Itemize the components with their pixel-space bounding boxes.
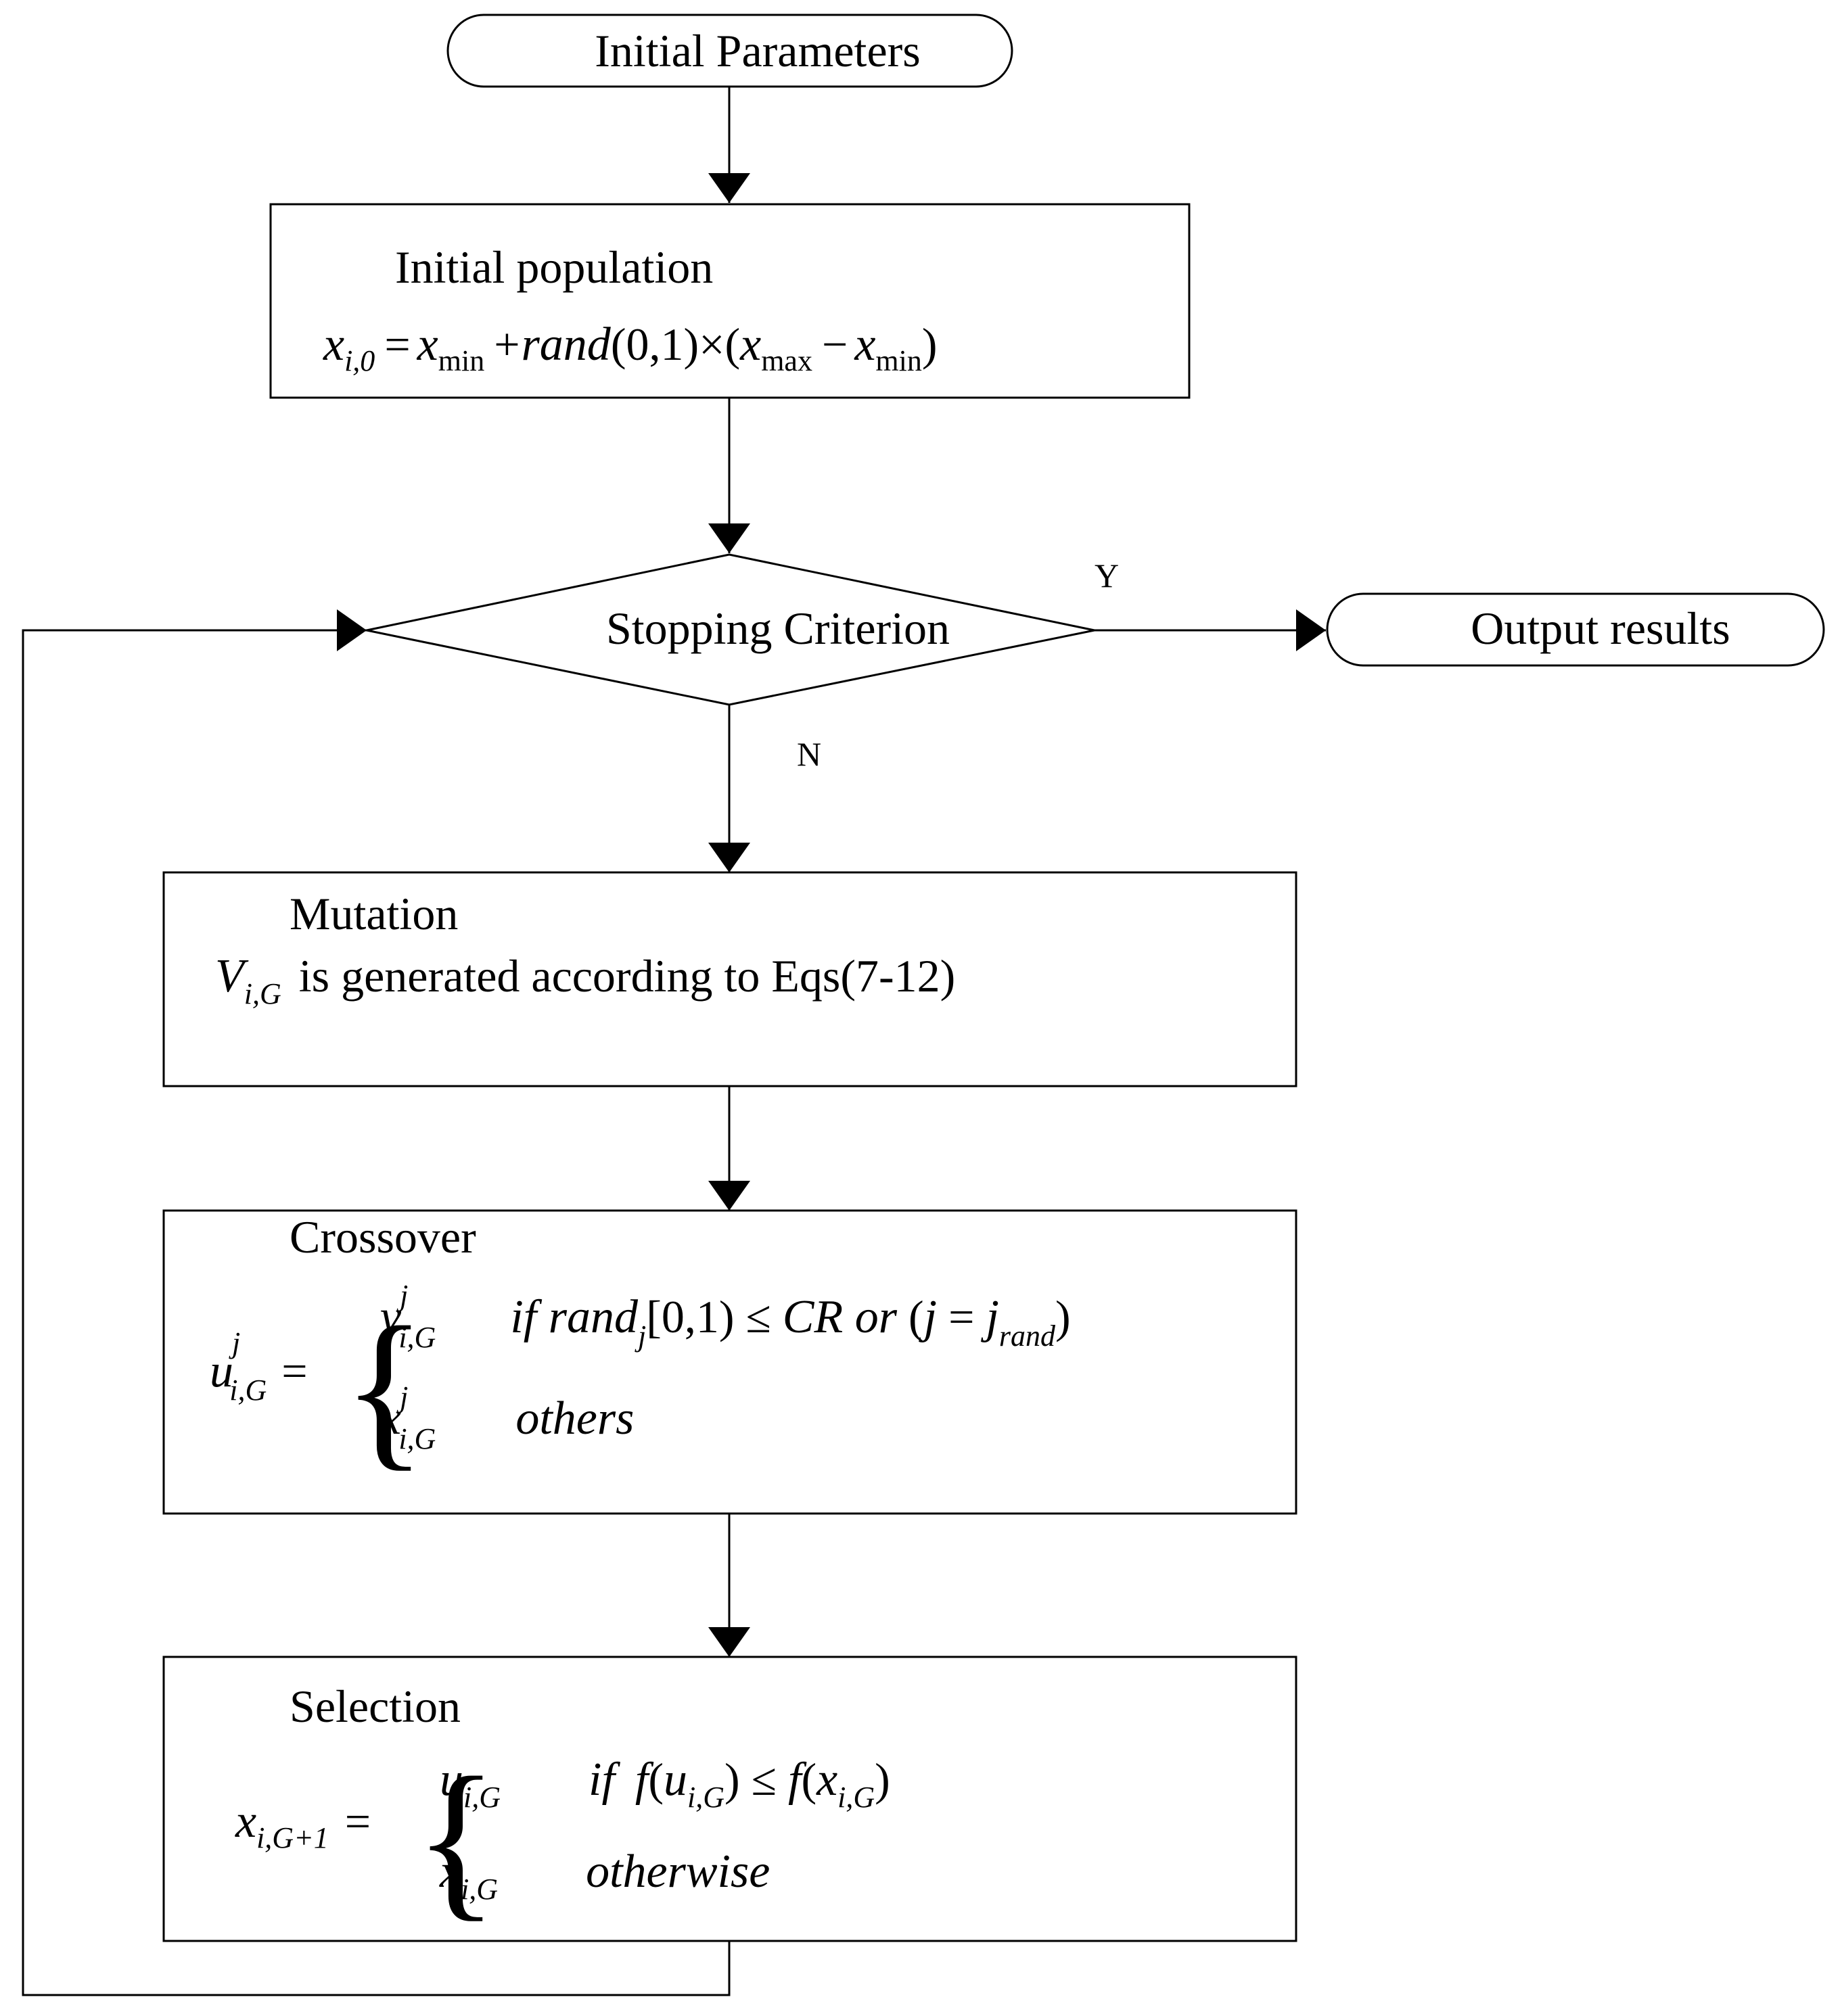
edge-selection-loop-back xyxy=(22,609,731,1996)
crossover-box xyxy=(162,1209,1297,1515)
selection-title: Selection xyxy=(290,1681,461,1732)
mutation-title: Mutation xyxy=(290,888,458,939)
crossover-brace: { xyxy=(342,1291,427,1486)
selection-box xyxy=(162,1656,1297,1942)
start-terminal-label: Initial Parameters xyxy=(595,25,920,76)
selection-lhs: xi,G+1= xyxy=(235,1796,371,1854)
init-population-title: Initial population xyxy=(395,241,713,293)
edge-label-no: N xyxy=(797,735,821,773)
output-terminal-label: Output results xyxy=(1471,603,1730,654)
selection-brace: { xyxy=(414,1741,499,1936)
edge-label-yes: Y xyxy=(1095,557,1119,594)
init-population-formula: xi,0=xmin+rand(0,1)×(xmax−xmin) xyxy=(323,319,938,377)
stopping-criterion-label: Stopping Criterion xyxy=(606,603,950,654)
stopping-criterion-diamond xyxy=(366,553,1095,706)
output-terminal xyxy=(1326,592,1825,667)
crossover-title: Crossover xyxy=(290,1211,476,1263)
start-terminal xyxy=(446,14,1013,88)
mutation-box xyxy=(162,871,1297,1087)
init-population-box xyxy=(269,203,1191,399)
